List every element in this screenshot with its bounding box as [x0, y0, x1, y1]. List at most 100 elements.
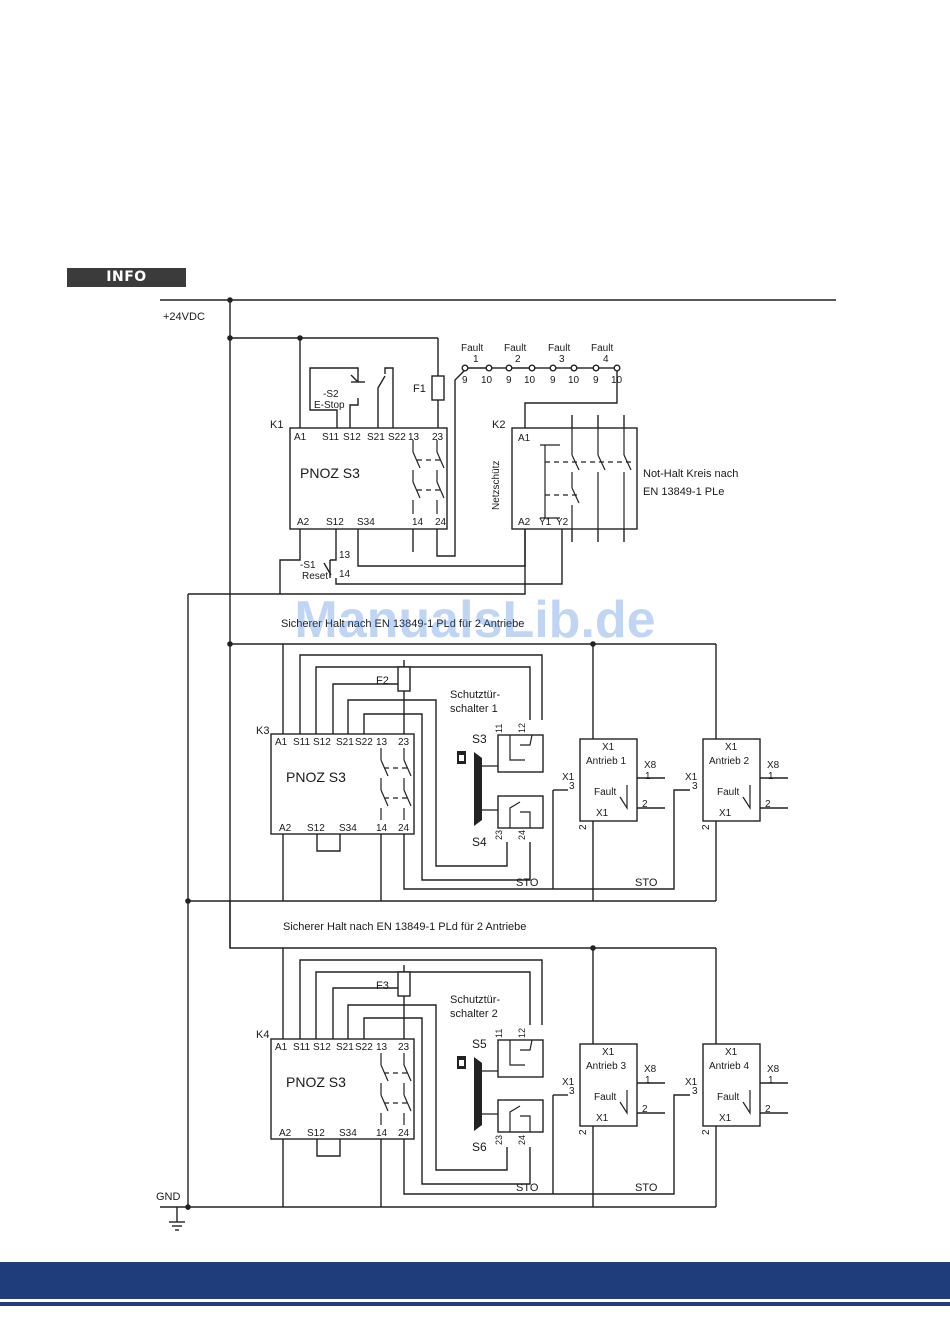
k2-label: K2: [492, 419, 505, 431]
svg-text:1: 1: [645, 1075, 651, 1086]
svg-text:2: 2: [701, 1129, 712, 1135]
svg-text:Antrieb 4: Antrieb 4: [709, 1061, 749, 1072]
svg-text:9: 9: [462, 375, 468, 386]
sto-label-2a: STO: [516, 1182, 539, 1194]
svg-text:Antrieb 3: Antrieb 3: [586, 1061, 626, 1072]
svg-text:X8: X8: [644, 1064, 657, 1075]
svg-text:A2: A2: [279, 1128, 292, 1139]
door-switch-1-line1: Schutztür-: [450, 689, 500, 701]
svg-text:10: 10: [481, 375, 493, 386]
k2-vertical-label: Netzschütz: [491, 461, 502, 510]
svg-text:3: 3: [692, 1086, 698, 1097]
fault-chain: [461, 364, 621, 428]
svg-text:Fault: Fault: [461, 343, 483, 354]
drive-1-labels: X1 Antrieb 1 Fault X1 X1 3 X8 1 2 2: [562, 742, 657, 830]
svg-text:S12: S12: [313, 1042, 331, 1053]
svg-text:23: 23: [494, 830, 504, 840]
s5-switch-box: [497, 1039, 544, 1078]
svg-text:14: 14: [376, 823, 388, 834]
svg-text:24: 24: [517, 830, 527, 840]
svg-text:23: 23: [494, 1135, 504, 1145]
k1-module-label: PNOZ S3: [300, 465, 360, 481]
drive-1-box: [579, 738, 638, 822]
svg-text:A1: A1: [275, 737, 288, 748]
s4-label: S4: [472, 835, 487, 849]
svg-text:2: 2: [642, 799, 648, 810]
svg-text:X1: X1: [725, 1047, 738, 1058]
svg-text:9: 9: [593, 375, 599, 386]
footer-band: [0, 1262, 950, 1299]
k1-bottom-pins: A2 S12 S34 14 24: [297, 517, 447, 528]
k4-label: K4: [256, 1029, 269, 1041]
svg-text:S11: S11: [293, 737, 310, 748]
svg-text:S34: S34: [339, 1128, 357, 1139]
svg-text:24: 24: [435, 517, 447, 528]
s6-switch-box: [497, 1099, 544, 1133]
door-switch-2-line1: Schutztür-: [450, 994, 500, 1006]
svg-text:X8: X8: [767, 760, 780, 771]
svg-text:Fault: Fault: [548, 343, 570, 354]
svg-text:S34: S34: [357, 517, 375, 528]
svg-text:S12: S12: [307, 823, 325, 834]
svg-text:2: 2: [642, 1104, 648, 1115]
svg-text:S11: S11: [293, 1042, 310, 1053]
svg-text:13: 13: [408, 432, 420, 443]
svg-text:10: 10: [568, 375, 580, 386]
k3-label: K3: [256, 725, 269, 737]
svg-text:9: 9: [506, 375, 512, 386]
svg-text:S12: S12: [326, 517, 344, 528]
k2-contactor: [300, 415, 638, 595]
k4-relay-box: [270, 1038, 415, 1140]
section-2-title: Sicherer Halt nach EN 13849-1 PLd für 2 …: [283, 921, 526, 933]
svg-text:S21: S21: [367, 432, 385, 443]
svg-text:2: 2: [515, 354, 521, 365]
svg-text:X1: X1: [725, 742, 738, 753]
svg-text:A2: A2: [279, 823, 292, 834]
svg-text:2: 2: [701, 824, 712, 830]
estop-desc-line1: Not-Halt Kreis nach: [643, 468, 738, 480]
svg-text:S21: S21: [336, 1042, 354, 1053]
k2-a2: A2: [518, 517, 531, 528]
svg-text:A1: A1: [275, 1042, 288, 1053]
section-1-title: Sicherer Halt nach EN 13849-1 PLd für 2 …: [281, 618, 524, 630]
door-switch-1-line2: schalter 1: [450, 703, 498, 715]
s3-pin-labels: 11 12: [494, 723, 527, 733]
k2-box: [511, 427, 638, 530]
svg-text:Fault: Fault: [504, 343, 526, 354]
gnd-label: GND: [156, 1191, 181, 1203]
svg-text:9: 9: [550, 375, 556, 386]
s3-label: S3: [472, 732, 487, 746]
s6-label: S6: [472, 1140, 487, 1154]
svg-text:Fault: Fault: [717, 1092, 739, 1103]
svg-text:S12: S12: [307, 1128, 325, 1139]
k1-label: K1: [270, 419, 283, 431]
k2-y2: Y2: [556, 517, 569, 528]
sto-label-2b: STO: [635, 1182, 658, 1194]
svg-text:3: 3: [559, 354, 565, 365]
svg-text:11: 11: [494, 724, 504, 733]
f3-label: F3: [376, 980, 389, 992]
fault-labels: Fault 1 Fault 2 Fault 3 Fault 4: [461, 343, 613, 365]
svg-text:S34: S34: [339, 823, 357, 834]
svg-text:11: 11: [494, 1029, 504, 1038]
svg-text:24: 24: [398, 1128, 410, 1139]
svg-text:24: 24: [517, 1135, 527, 1145]
drive-3-labels: X1 Antrieb 3 Fault X1 X1 3 X8 1 2 2: [562, 1047, 657, 1135]
f3-fuse: [397, 971, 411, 997]
svg-text:1: 1: [768, 771, 774, 782]
svg-text:13: 13: [376, 737, 388, 748]
svg-text:13: 13: [376, 1042, 388, 1053]
s3-switch-box: [497, 734, 544, 773]
svg-text:S11: S11: [322, 432, 339, 443]
k2-a1: A1: [518, 433, 531, 444]
svg-text:3: 3: [569, 1086, 575, 1097]
k4-bottom-pins: A2 S12 S34 14 24: [279, 1128, 410, 1139]
f2-fuse: [397, 666, 411, 692]
svg-text:10: 10: [524, 375, 536, 386]
svg-text:X1: X1: [602, 742, 615, 753]
svg-text:3: 3: [569, 781, 575, 792]
footer-line: [0, 1302, 950, 1306]
svg-text:2: 2: [578, 1129, 589, 1135]
sto-label-1b: STO: [635, 877, 658, 889]
svg-text:X8: X8: [767, 1064, 780, 1075]
